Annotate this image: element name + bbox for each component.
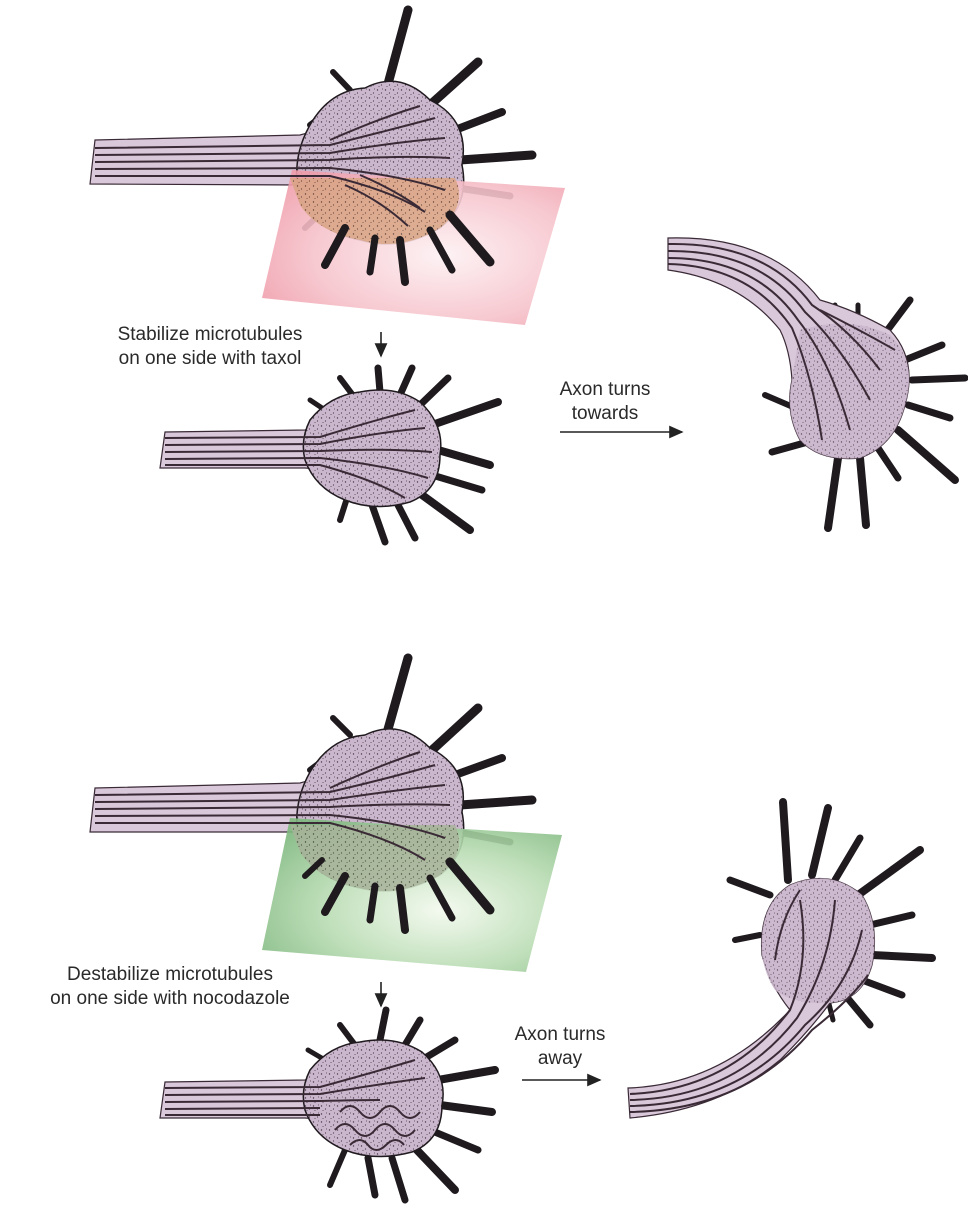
outcome-label-towards: Axon turns towards [530, 378, 680, 426]
treatment-label-line-1: Destabilize microtubules [0, 963, 340, 987]
outcome-label-away: Axon turns away [485, 1023, 635, 1071]
growth-cone-before-nocodazole [90, 658, 562, 972]
growth-cone-after-nocodazole [160, 1010, 495, 1200]
treatment-label-line-2: on one side with taxol [60, 347, 360, 371]
turned-axon-away [628, 802, 932, 1118]
outcome-label-line-1: Axon turns [485, 1023, 635, 1047]
growth-cone-after-taxol [160, 368, 498, 542]
outcome-label-line-1: Axon turns [530, 378, 680, 402]
treatment-label-taxol: Stabilize microtubules on one side with … [60, 323, 360, 371]
treatment-label-line-1: Stabilize microtubules [60, 323, 360, 347]
treatment-label-nocodazole: Destabilize microtubules on one side wit… [0, 963, 340, 1011]
panel-destabilize [90, 658, 932, 1200]
growth-cone-before-taxol [90, 10, 565, 325]
turned-axon-towards [668, 238, 965, 528]
treatment-label-line-2: on one side with nocodazole [0, 987, 340, 1011]
panel-stabilize [90, 10, 965, 542]
outcome-label-line-2: away [485, 1047, 635, 1071]
outcome-label-line-2: towards [530, 402, 680, 426]
